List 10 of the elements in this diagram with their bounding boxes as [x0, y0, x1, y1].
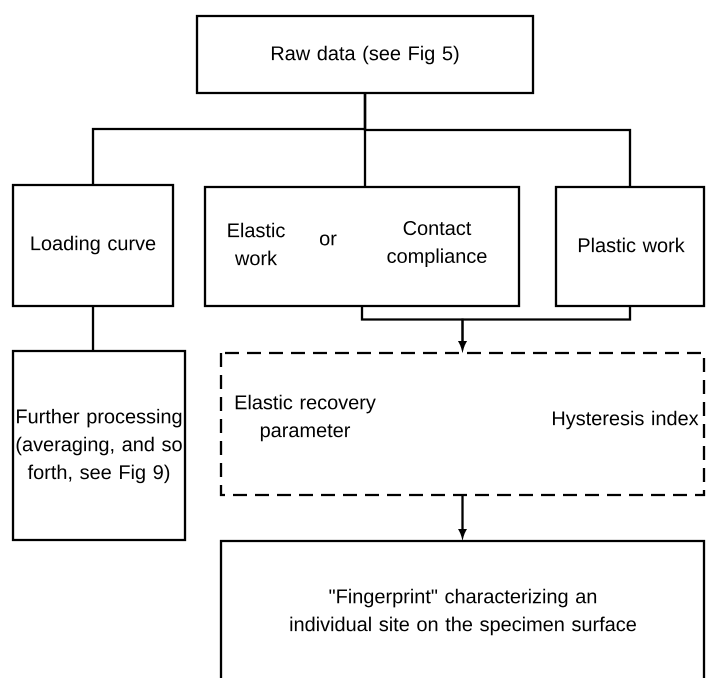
process-box: Raw data (see Fig 5): [196, 14, 534, 94]
result-box: "Fingerprint" characterizing an individual site on the specimen surface: [220, 540, 706, 678]
connector: [458, 495, 466, 538]
process-box: Further processing (averaging, and so forth, see Fig 9): [12, 350, 186, 542]
dashed-group-box: Elastic recovery parameter Hysteresis index: [220, 352, 706, 496]
connector: [364, 93, 632, 187]
process-box: Elastic work or Contact compliance: [204, 186, 520, 308]
process-box: Loading curve: [12, 184, 174, 308]
connector: [92, 306, 94, 351]
process-box: Plastic work: [554, 186, 706, 308]
